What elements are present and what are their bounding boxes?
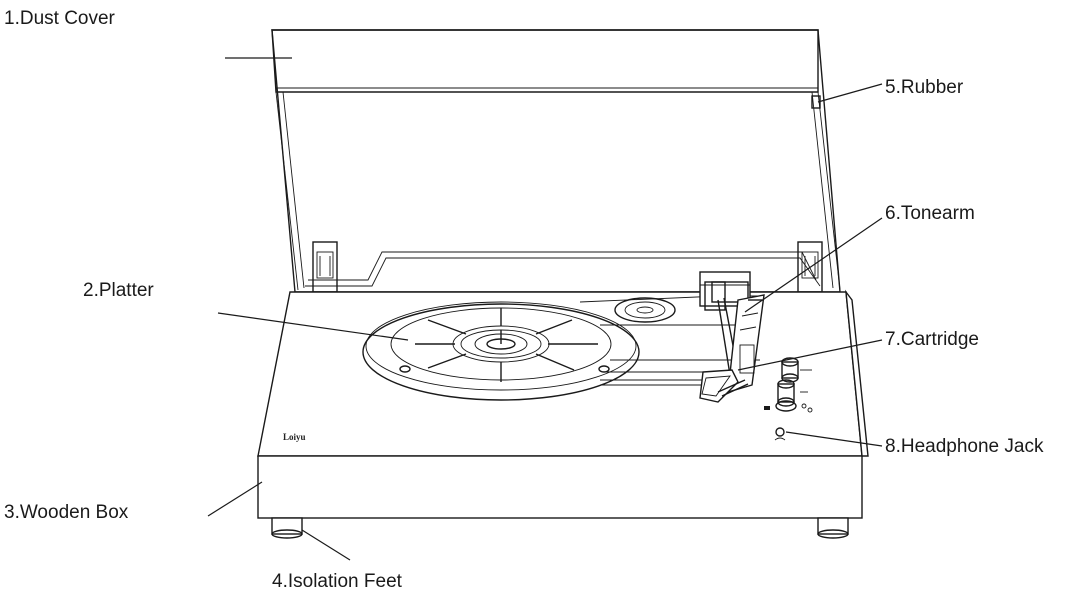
platter xyxy=(362,301,640,401)
label-headphone-jack: 8.Headphone Jack xyxy=(885,436,1044,457)
label-cartridge: 7.Cartridge xyxy=(885,329,979,350)
leader-lines xyxy=(207,57,883,561)
isolation-feet xyxy=(271,517,849,539)
dust-cover xyxy=(271,29,841,293)
label-tonearm: 6.Tonearm xyxy=(885,203,975,224)
label-rubber: 5.Rubber xyxy=(885,77,964,98)
label-dust-cover: 1.Dust Cover xyxy=(4,8,116,29)
label-platter: 2.Platter xyxy=(83,280,154,301)
label-wooden-box: 3.Wooden Box xyxy=(4,502,129,523)
headphone-jack xyxy=(774,427,786,441)
tonearm xyxy=(699,271,765,393)
wooden-box xyxy=(257,289,869,519)
brand-logo: Loiyu xyxy=(283,432,306,442)
label-isolation-feet: 4.Isolation Feet xyxy=(272,571,403,592)
cartridge xyxy=(699,369,749,403)
control-knobs xyxy=(764,357,813,413)
